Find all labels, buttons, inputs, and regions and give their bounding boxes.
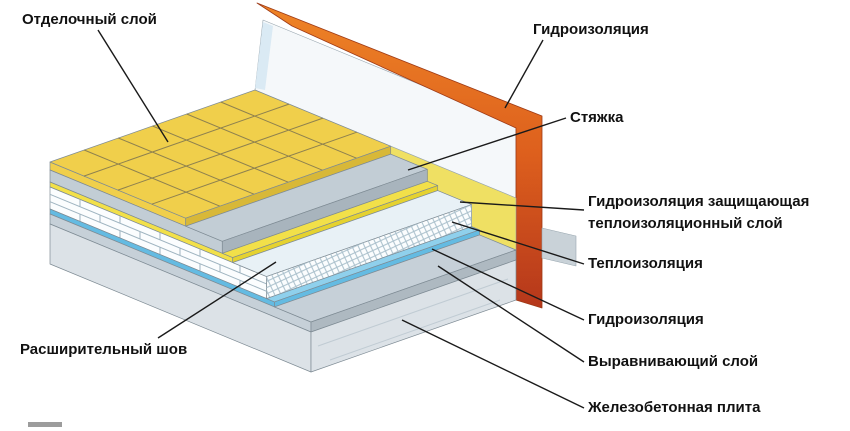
tile-grid <box>83 101 357 207</box>
label-expansion-joint: Расширительный шов <box>20 341 187 358</box>
leader-concrete-slab <box>401 319 585 409</box>
label-protective-waterproofing-line1: Гидроизоляция защищающая <box>588 193 809 210</box>
label-screed: Стяжка <box>570 109 624 126</box>
label-waterproofing-bottom: Гидроизоляция <box>588 311 704 328</box>
label-thermal-insulation: Теплоизоляция <box>588 255 703 272</box>
wall-edge-highlight <box>255 22 273 90</box>
floor-assembly <box>49 89 517 373</box>
wall-stub-block <box>541 227 577 267</box>
label-concrete-slab: Железобетонная плита <box>587 399 761 416</box>
wall-group <box>254 2 577 309</box>
slab-front-face <box>310 259 517 373</box>
leader-waterproofing-bottom <box>431 248 585 321</box>
label-protective-waterproofing-line2: теплоизоляционный слой <box>588 215 783 232</box>
labels: Отделочный слой Гидроизоляция Стяжка Гид… <box>20 11 809 416</box>
leader-leveling-layer <box>437 265 585 363</box>
leader-thermal-insulation <box>451 221 585 265</box>
label-leveling-layer: Выравнивающий слой <box>588 353 758 370</box>
insulation-riser-hatch <box>266 204 472 299</box>
leader-lines <box>97 29 585 409</box>
leader-expansion-joint <box>157 261 277 339</box>
slab-texture-lines <box>317 278 509 361</box>
leader-finishing-layer <box>97 29 169 143</box>
leader-screed <box>407 117 567 171</box>
label-waterproofing-top: Гидроизоляция <box>533 21 649 38</box>
label-finishing-layer: Отделочный слой <box>22 11 157 28</box>
leader-protective-waterproofing <box>459 201 585 211</box>
insulation-brick-pattern <box>49 193 267 292</box>
leader-waterproofing-top <box>504 39 544 109</box>
bottom-left-artifact <box>28 422 62 427</box>
